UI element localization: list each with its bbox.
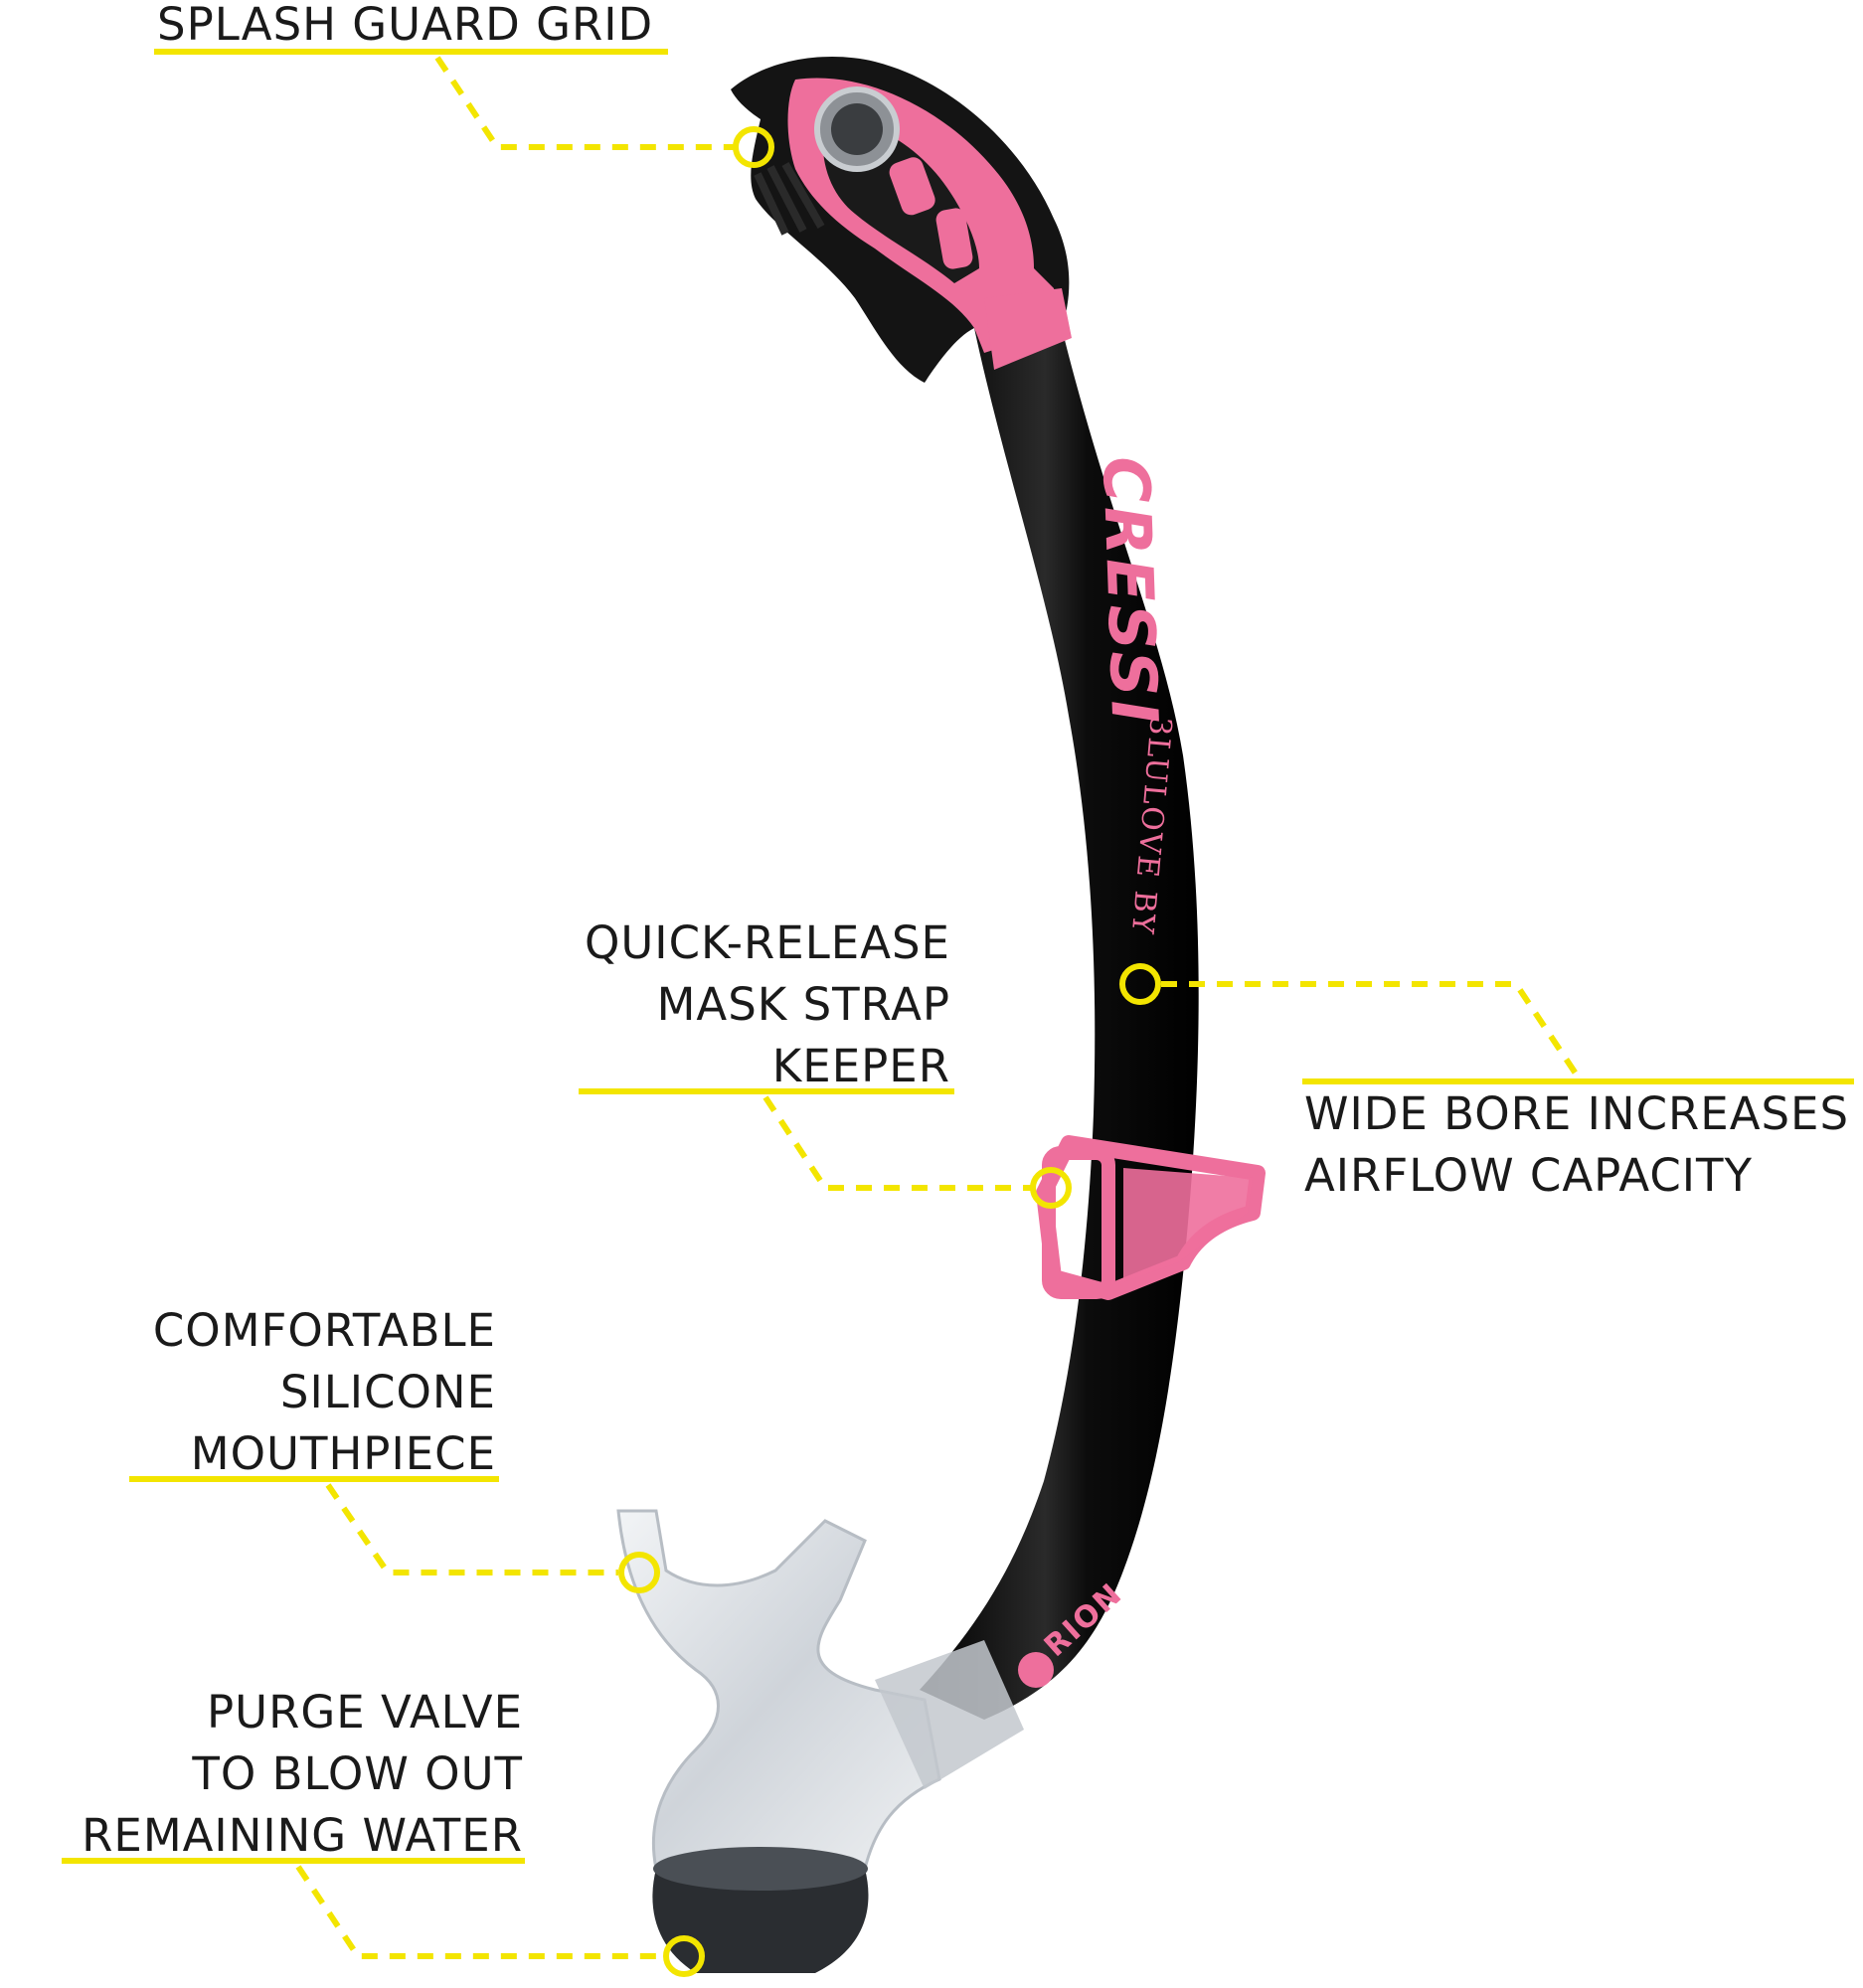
strap-keeper-label: QUICK-RELEASE MASK STRAP KEEPER (585, 912, 950, 1097)
pink-slot (889, 157, 935, 216)
splash-guard-label-line: SPLASH GUARD GRID (157, 0, 654, 51)
snorkel-tube (920, 328, 1199, 1720)
purge-valve-marker-icon (663, 1935, 705, 1977)
wide-bore-leader (1161, 981, 1579, 1076)
strap-keeper-leader (762, 1095, 1034, 1191)
wide-bore-label: WIDE BORE INCREASES AIRFLOW CAPACITY (1304, 1083, 1849, 1207)
mouthpiece-silicone (616, 1509, 941, 1871)
purge-valve-label: PURGE VALVE TO BLOW OUT REMAINING WATER (82, 1682, 523, 1867)
pink-collar (984, 288, 1072, 370)
strap-keeper-wing (1123, 1168, 1253, 1282)
purge-valve-leader (295, 1865, 666, 1959)
splash-guard-emblem-inner (831, 103, 883, 155)
purge-valve-label-line: TO BLOW OUT (192, 1747, 523, 1800)
pink-slot (935, 208, 973, 269)
purge-valve-label-line: PURGE VALVE (207, 1686, 523, 1739)
splash-guard-leader (434, 56, 736, 150)
wide-bore-label-line: WIDE BORE INCREASES (1304, 1087, 1850, 1140)
mouthpiece-label-line: SILICONE (279, 1366, 496, 1418)
strap-keeper-label-line: KEEPER (771, 1040, 950, 1092)
wide-bore-marker-icon (1119, 963, 1161, 1005)
splash-guard-grid (754, 162, 825, 236)
strap-keeper-label-line: MASK STRAP (656, 978, 950, 1031)
brand-logo-text: CRESSI (1088, 455, 1170, 728)
purge-valve-rim (653, 1847, 868, 1891)
splash-guard-marker-icon (733, 126, 774, 168)
strap-keeper-marker-icon (1030, 1167, 1072, 1209)
purge-valve (652, 1869, 869, 1973)
mouthpiece-marker-icon (618, 1552, 660, 1593)
strap-keeper-label-line: QUICK-RELEASE (584, 916, 950, 969)
clear-connector (875, 1640, 1024, 1789)
mouthpiece-leader (325, 1483, 618, 1575)
mouthpiece-label-line: MOUTHPIECE (190, 1427, 496, 1480)
model-badge-icon (1018, 1652, 1054, 1688)
wide-bore-label-line: AIRFLOW CAPACITY (1304, 1149, 1754, 1202)
mouthpiece-label: COMFORTABLE SILICONE MOUTHPIECE (153, 1300, 496, 1485)
splash-guard-label: SPLASH GUARD GRID (157, 0, 653, 56)
strap-keeper-loop (1042, 1146, 1115, 1299)
mouthpiece-label-line: COMFORTABLE (152, 1304, 496, 1357)
purge-valve-label-line: REMAINING WATER (82, 1809, 523, 1862)
